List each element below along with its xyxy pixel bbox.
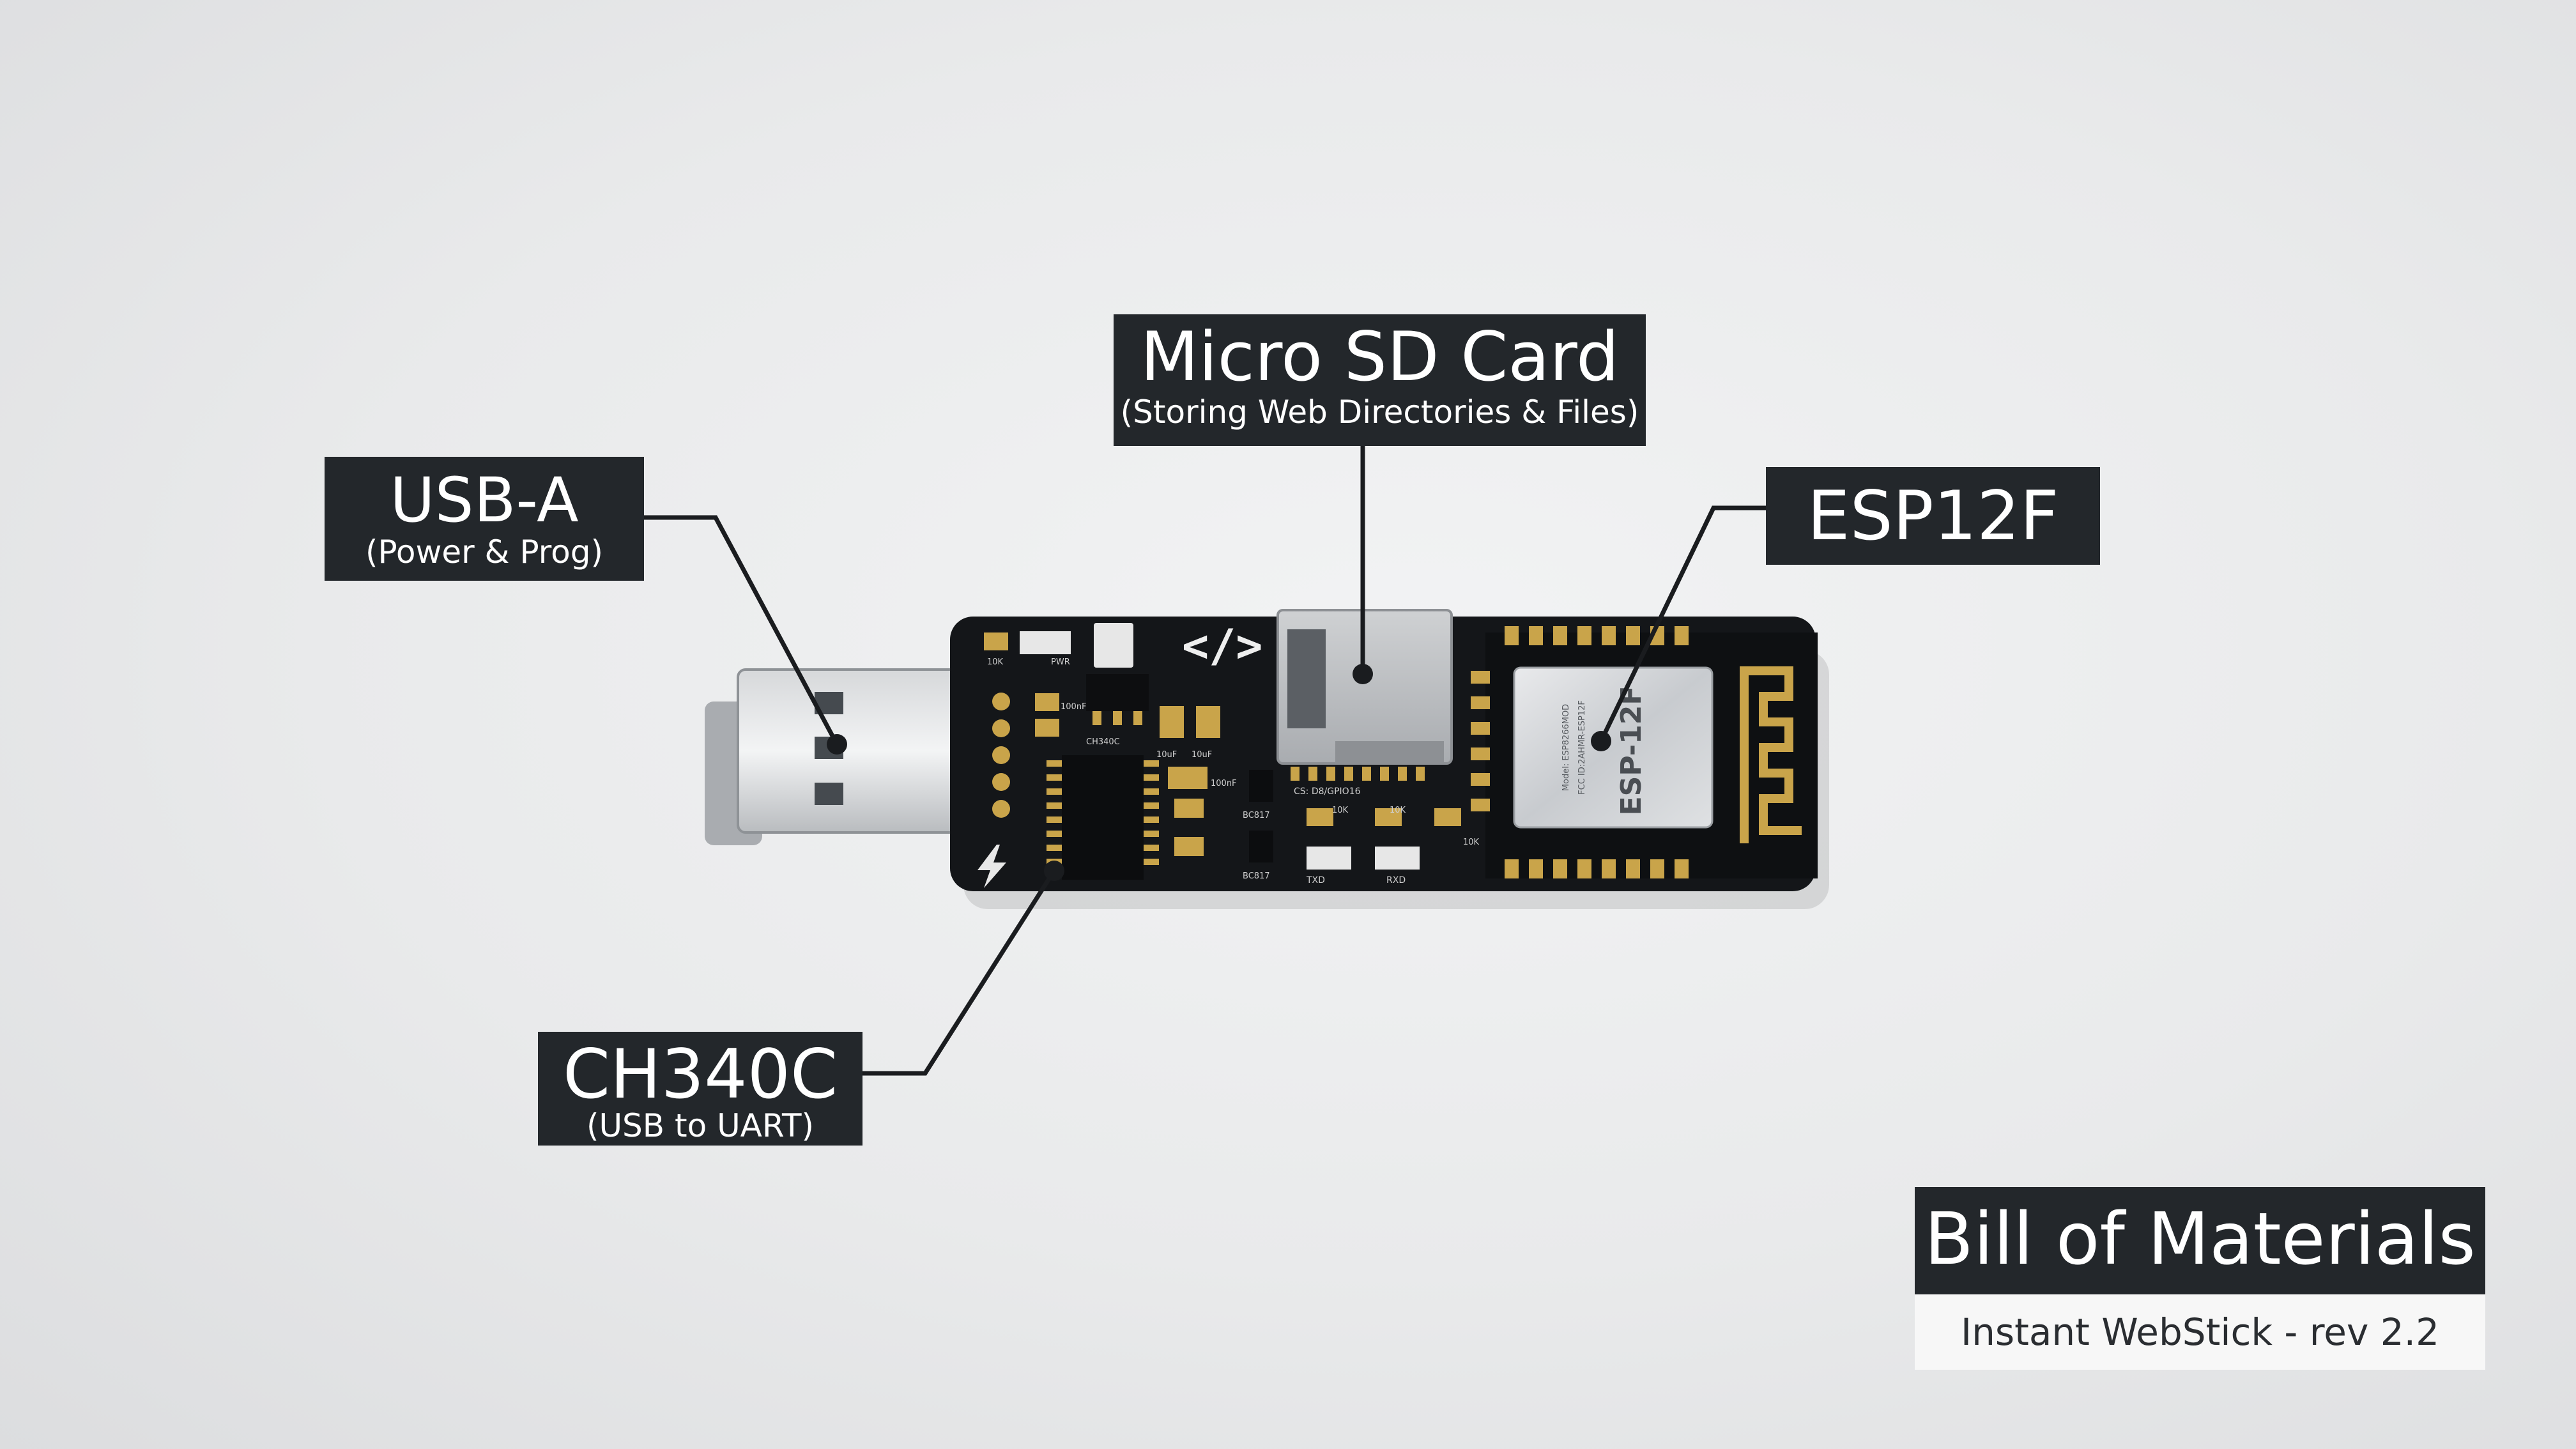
callout-esp12f-title: ESP12F [1807,477,2059,555]
callout-ch340c-title: CH340C [562,1035,838,1114]
callout-micro-sd-subtitle: (Storing Web Directories & Files) [1120,394,1639,431]
code-icon: </> [1182,620,1262,672]
micro-sd-slot: CS: D8/GPIO16 [1276,609,1453,797]
svg-text:100nF: 100nF [1211,779,1237,788]
svg-text:10uF: 10uF [1156,750,1177,760]
callout-ch340c: CH340C (USB to UART) [538,1032,862,1146]
callout-ch340c-subtitle: (USB to UART) [586,1107,815,1144]
ch340c-chip: CH340C [1046,737,1159,880]
svg-text:10K: 10K [1332,806,1349,815]
svg-text:RXD: RXD [1386,875,1406,885]
svg-text:10K: 10K [1390,806,1406,815]
svg-text:BC817: BC817 [1243,871,1270,881]
svg-text:TXD: TXD [1306,875,1325,885]
svg-text:10uF: 10uF [1192,750,1212,760]
bom-title-box: Bill of Materials [1915,1187,2485,1294]
callout-usb-a-title: USB-A [390,464,579,536]
svg-text:Model: ESP8266MOD: Model: ESP8266MOD [1561,704,1571,791]
esp-leader-line [1598,505,1766,742]
svg-text:FCC ID:2AHMR-ESP12F: FCC ID:2AHMR-ESP12F [1577,700,1587,795]
svg-text:ESP-12F: ESP-12F [1615,686,1648,816]
ch340-leader-line [862,870,1056,1076]
bom-subtitle: Instant WebStick - rev 2.2 [1915,1294,2485,1370]
svg-text:10K: 10K [987,657,1004,667]
svg-text:10K: 10K [1463,838,1480,847]
esp-leader-dot [1591,731,1611,751]
svg-text:PWR: PWR [1051,657,1070,667]
svg-text:100nF: 100nF [1061,702,1087,712]
svg-text:BC817: BC817 [1243,811,1270,820]
antenna-trace [1740,666,1802,843]
callout-esp12f: ESP12F [1766,467,2100,565]
sd-leader-dot [1353,664,1373,684]
lightning-icon [977,845,1006,888]
ch340-leader-dot [1044,861,1064,881]
esp12f-module: ESP-12F FCC ID:2AHMR-ESP12F Model: ESP82… [1471,626,1818,878]
svg-text:CS: D8/GPIO16: CS: D8/GPIO16 [1294,786,1361,797]
callout-micro-sd: Micro SD Card (Storing Web Directories &… [1114,314,1646,446]
callout-usb-a-subtitle: (Power & Prog) [365,533,604,571]
usb-a-plug [705,668,1008,845]
usb-leader-dot [827,734,847,755]
usb-leader-line [644,515,839,746]
svg-text:CH340C: CH340C [1086,737,1120,747]
callout-usb-a: USB-A (Power & Prog) [325,457,644,581]
callout-micro-sd-title: Micro SD Card [1140,318,1620,396]
bom-title: Bill of Materials [1924,1198,2476,1281]
